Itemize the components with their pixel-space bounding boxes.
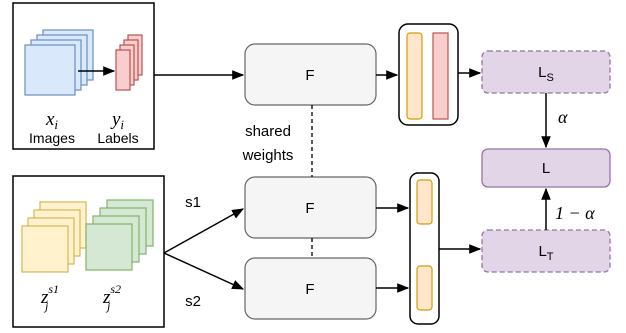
stack-card [85,223,133,271]
one-minus-alpha-label: 1 − α [555,203,595,223]
weights-label: weights [242,147,294,164]
loss-source-box: LS [481,50,611,94]
source-prediction-bar [432,32,449,120]
source-output-box [398,23,459,126]
svg-text:F: F [305,200,314,217]
y-symbol: yi [110,109,124,132]
svg-text:LT: LT [538,243,553,263]
svg-text:F: F [305,281,314,298]
image-stack-icon [24,29,94,96]
labels-caption: Labels [97,130,138,146]
stack-card [115,49,131,91]
svg-text:F: F [305,67,314,84]
branch-s2-arrow [163,252,245,290]
target-feature-s1-bar [416,179,433,225]
target-images-s2-icon [85,199,154,271]
alpha-weight-label: α [558,107,568,127]
x-symbol: xi [45,109,58,132]
svg-text:L: L [542,160,550,177]
network-f-bot: F [244,257,377,320]
branch-s1-label: s1 [185,194,201,211]
network-f-top: F [244,43,377,106]
shared-label: shared [245,123,291,140]
target-feature-s2-bar [416,265,433,311]
target-images-s1-icon [21,201,87,273]
svg-text:LS: LS [538,64,554,84]
source-feature-bar [406,32,423,120]
stack-card [24,44,76,96]
stack-card [21,225,69,273]
branch-s1-arrow [163,208,245,254]
loss-target-box: LT [481,229,611,273]
loss-total-box: L [481,148,611,188]
target-features-box [409,172,440,325]
branch-s2-label: s2 [185,293,201,310]
label-stack-icon [115,34,143,91]
source-panel: xi Images yi Labels [12,2,155,150]
network-f-mid: F [244,176,377,239]
images-caption: Images [29,130,75,146]
